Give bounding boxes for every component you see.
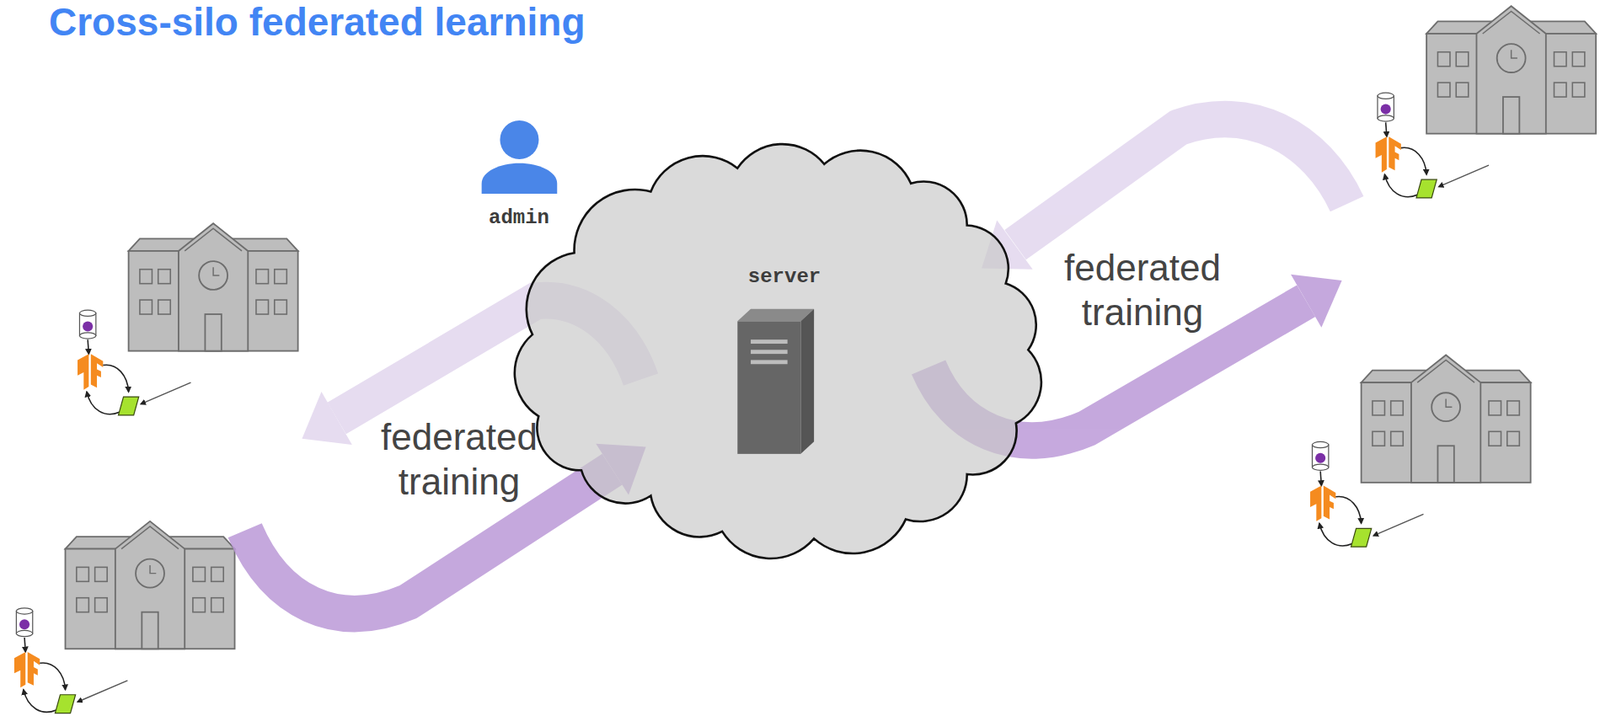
user-label: admin bbox=[488, 206, 550, 231]
server-cloud: server bbox=[518, 145, 1051, 557]
diagram-title: Cross-silo federated learning bbox=[48, 1, 586, 43]
cloud-outline bbox=[518, 145, 1051, 557]
node-label: server bbox=[748, 265, 821, 290]
cloud-path bbox=[514, 144, 1042, 559]
flow-label: federated training bbox=[362, 414, 557, 504]
flow-label: federated training bbox=[1045, 245, 1240, 335]
server-icon bbox=[737, 309, 814, 455]
